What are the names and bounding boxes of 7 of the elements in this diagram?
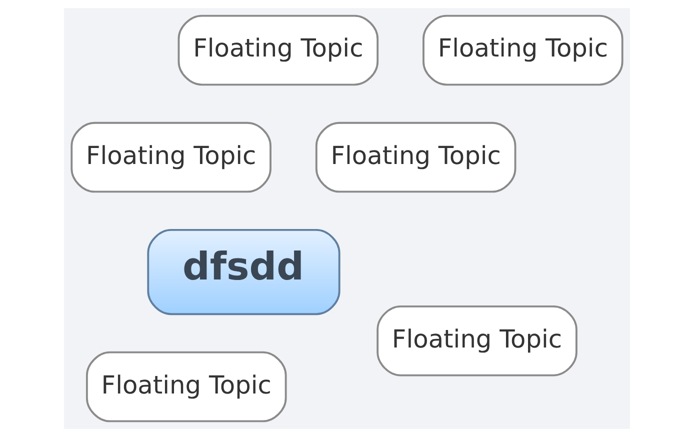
node-box: Floating Topic <box>177 14 378 86</box>
node-box: Floating Topic <box>314 122 516 193</box>
node-box: Floating Topic <box>376 306 577 376</box>
node-box: Floating Topic <box>70 122 271 193</box>
node-box: Floating Topic <box>86 351 286 422</box>
node-box: Floating Topic <box>422 14 623 86</box>
node-box: dfsdd <box>146 229 340 316</box>
